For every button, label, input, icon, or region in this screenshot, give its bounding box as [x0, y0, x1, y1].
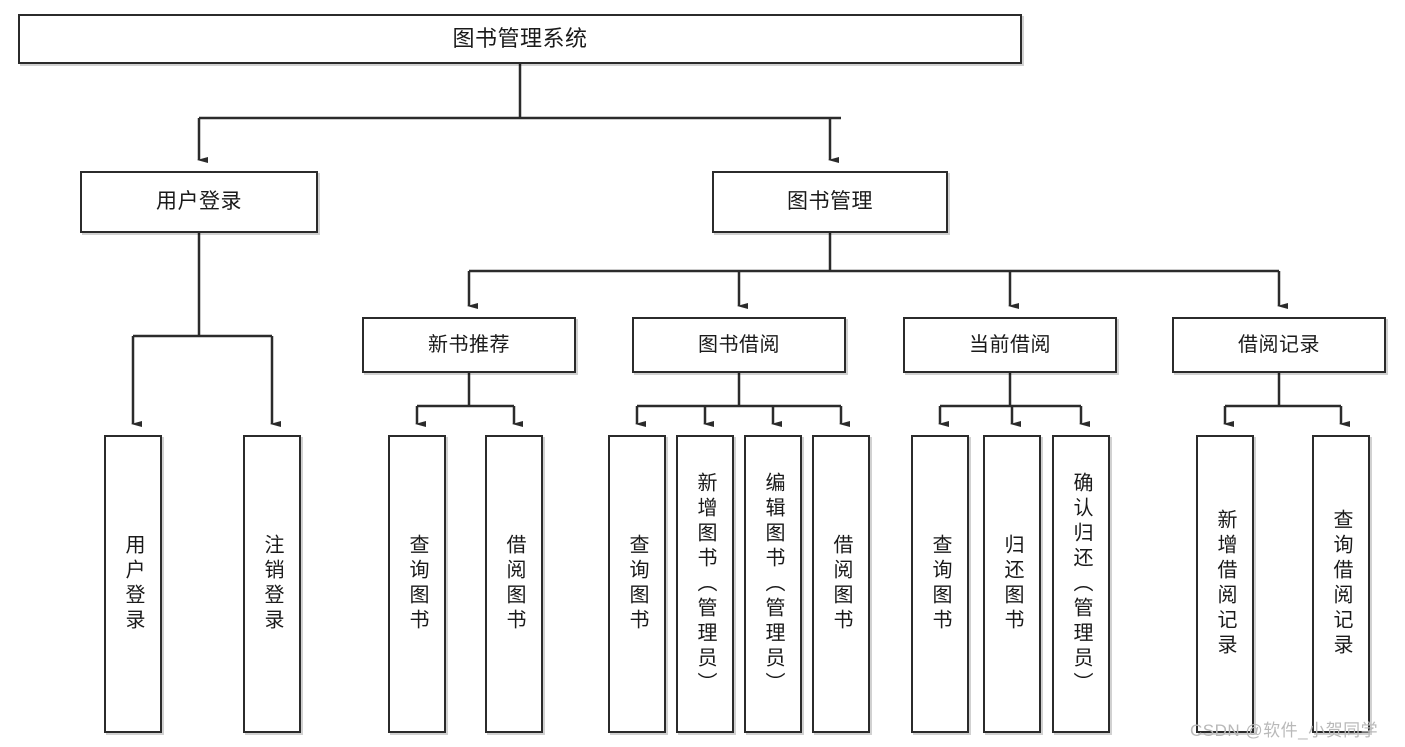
node-leaf-query-book[interactable]: 查询图书 [608, 435, 666, 733]
node-leaf-add-book[interactable]: 新增图书（管理员） [676, 435, 734, 733]
node-leaf-confirm-return-label: 确认归还（管理员） [1070, 471, 1092, 697]
node-leaf-query-book-label: 查询图书 [626, 534, 648, 634]
node-current-borrow-label: 当前借阅 [969, 333, 1051, 356]
node-leaf-query-book-rec-label: 查询图书 [406, 534, 428, 634]
node-borrow-record[interactable]: 借阅记录 [1172, 317, 1386, 373]
node-leaf-add-book-label: 新增图书（管理员） [694, 471, 716, 697]
node-leaf-return-book[interactable]: 归还图书 [983, 435, 1041, 733]
node-leaf-user-logout[interactable]: 注销登录 [243, 435, 301, 733]
node-leaf-confirm-return[interactable]: 确认归还（管理员） [1052, 435, 1110, 733]
node-leaf-query-record[interactable]: 查询借阅记录 [1312, 435, 1370, 733]
node-leaf-return-book-label: 归还图书 [1001, 534, 1023, 634]
node-leaf-edit-book[interactable]: 编辑图书（管理员） [744, 435, 802, 733]
node-root-system[interactable]: 图书管理系统 [18, 14, 1022, 64]
node-leaf-query-book-rec[interactable]: 查询图书 [388, 435, 446, 733]
node-leaf-user-login[interactable]: 用户登录 [104, 435, 162, 733]
node-current-borrow[interactable]: 当前借阅 [903, 317, 1117, 373]
node-book-borrow[interactable]: 图书借阅 [632, 317, 846, 373]
node-leaf-borrow-book-rec[interactable]: 借阅图书 [485, 435, 543, 733]
node-leaf-query-book-current-label: 查询图书 [929, 534, 951, 634]
node-leaf-user-logout-label: 注销登录 [261, 534, 283, 634]
node-user-login-label: 用户登录 [156, 189, 242, 213]
node-user-login[interactable]: 用户登录 [80, 171, 318, 233]
node-root-label: 图书管理系统 [452, 26, 588, 52]
node-leaf-borrow-book-label: 借阅图书 [830, 534, 852, 634]
node-leaf-borrow-book[interactable]: 借阅图书 [812, 435, 870, 733]
node-new-book-rec[interactable]: 新书推荐 [362, 317, 576, 373]
node-leaf-add-record[interactable]: 新增借阅记录 [1196, 435, 1254, 733]
node-leaf-user-login-label: 用户登录 [122, 534, 144, 634]
node-book-manage[interactable]: 图书管理 [712, 171, 948, 233]
node-leaf-edit-book-label: 编辑图书（管理员） [762, 471, 784, 697]
node-leaf-borrow-book-rec-label: 借阅图书 [503, 534, 525, 634]
node-leaf-add-record-label: 新增借阅记录 [1214, 509, 1236, 659]
node-book-manage-label: 图书管理 [787, 189, 873, 213]
node-book-borrow-label: 图书借阅 [698, 333, 780, 356]
node-leaf-query-book-current[interactable]: 查询图书 [911, 435, 969, 733]
node-new-book-rec-label: 新书推荐 [428, 333, 510, 356]
node-leaf-query-record-label: 查询借阅记录 [1330, 509, 1352, 659]
node-borrow-record-label: 借阅记录 [1238, 333, 1320, 356]
